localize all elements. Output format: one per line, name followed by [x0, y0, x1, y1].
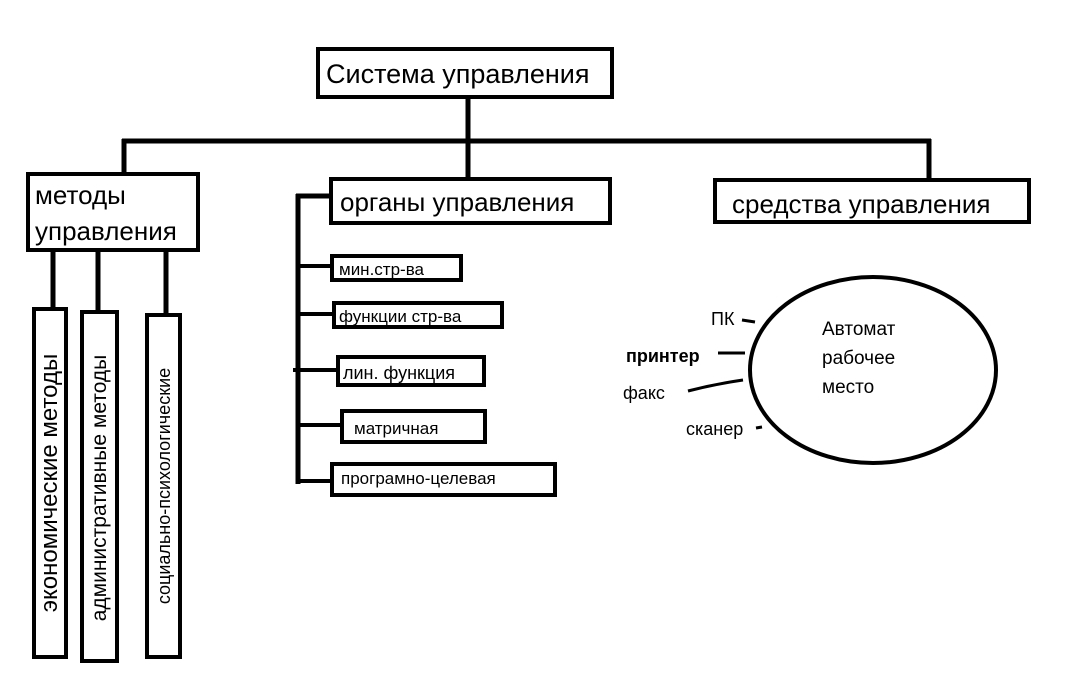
organ-item-ministries: мин.стр-ва — [330, 254, 463, 282]
organs-title: органы управления — [340, 187, 575, 217]
workplace-line3: место — [822, 377, 875, 398]
means-title: средства управления — [732, 189, 991, 219]
methods-title-line2: управления — [35, 216, 177, 246]
device-printer: принтер — [626, 346, 700, 366]
organs-box: органы управления — [329, 177, 612, 225]
methods-title-line1: методы — [35, 180, 126, 210]
organ-item-functions-label: функции стр-ва — [339, 307, 462, 326]
means-box: средства управления — [713, 178, 1031, 224]
workplace-line1: Автомат — [822, 319, 896, 340]
organ-item-matrix-label: матричная — [354, 419, 439, 438]
organ-item-ministries-label: мин.стр-ва — [339, 260, 424, 279]
workplace-line2: рабочее — [822, 348, 896, 369]
organ-item-functions: функции стр-ва — [332, 301, 504, 329]
administrative-methods-label: административные методы — [88, 354, 111, 622]
economic-methods-box — [32, 307, 68, 659]
organ-item-program: програмно-целевая — [330, 462, 557, 497]
economic-methods-label: экономические методы — [36, 353, 63, 613]
organ-item-linear-label: лин. функция — [343, 363, 456, 383]
administrative-methods-box — [80, 310, 119, 663]
organ-item-linear: лин. функция — [336, 355, 486, 387]
device-fax: факс — [623, 383, 665, 403]
root-label: Система управления — [326, 59, 590, 89]
device-scanner: сканер — [686, 419, 744, 439]
social-psychological-box — [145, 313, 182, 659]
social-psychological-label: социально-психологические — [154, 367, 174, 605]
root-box: Система управления — [316, 47, 614, 99]
organ-item-matrix: матричная — [340, 409, 487, 444]
device-pc: ПК — [711, 309, 735, 329]
organ-item-program-label: програмно-целевая — [341, 469, 496, 488]
methods-box: методы управления — [26, 172, 200, 252]
